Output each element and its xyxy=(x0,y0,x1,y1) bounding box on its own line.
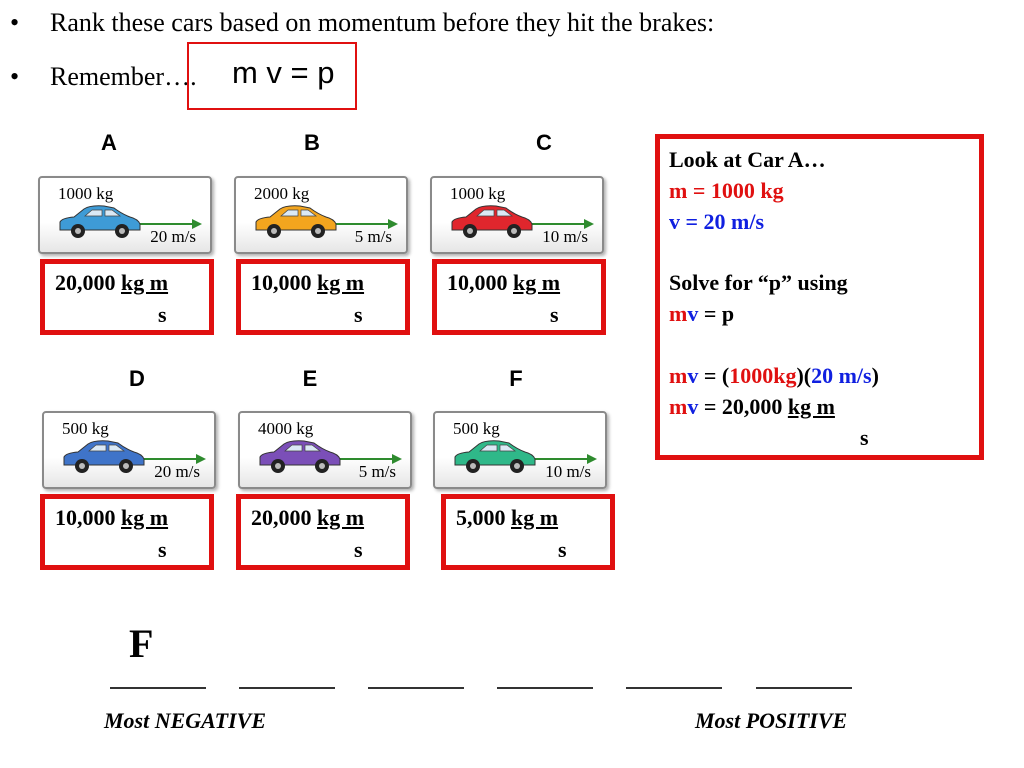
momentum-value: 20,000 kg m xyxy=(55,270,169,295)
rank-slot-3 xyxy=(368,687,464,689)
explain-mass: m = 1000 kg xyxy=(669,178,784,203)
answer-box-a: 20,000 kg m s xyxy=(40,259,214,335)
unit-denominator: s xyxy=(354,537,363,562)
car-label-b: B xyxy=(304,130,320,155)
answer-box-c: 10,000 kg m s xyxy=(432,259,606,335)
car-speed: 10 m/s xyxy=(545,462,591,481)
car-icon xyxy=(259,440,402,473)
bullet-marker-1: • xyxy=(10,8,20,37)
car-label-e: E xyxy=(302,366,318,391)
rank-slot-1 xyxy=(110,687,206,689)
formula: m v = p xyxy=(232,55,335,90)
car-mass: 1000 kg xyxy=(58,184,114,203)
answer-box-e: 20,000 kg m s xyxy=(236,494,410,570)
car-card-b: 2000 kg 5 m/s xyxy=(234,176,408,254)
car-speed: 5 m/s xyxy=(354,227,392,246)
momentum-value: 10,000 kg m xyxy=(447,270,561,295)
most-positive-label: Most POSITIVE xyxy=(695,708,848,733)
explain-heading: Look at Car A… xyxy=(669,147,826,172)
unit-denominator: s xyxy=(354,302,363,327)
most-negative-label: Most NEGATIVE xyxy=(104,708,266,733)
car-card-c: 1000 kg 10 m/s xyxy=(430,176,604,254)
rank-slot-4 xyxy=(497,687,593,689)
unit-denominator: s xyxy=(158,302,167,327)
car-speed: 10 m/s xyxy=(542,227,588,246)
answer-box-f: 5,000 kg m s xyxy=(441,494,615,570)
car-icon xyxy=(454,440,597,473)
car-speed: 20 m/s xyxy=(150,227,196,246)
explain-substitution: mv = (1000kg)(20 m/s) xyxy=(669,363,879,388)
rank-slot-2 xyxy=(239,687,335,689)
car-mass: 500 kg xyxy=(62,419,109,438)
car-card-d: 500 kg 20 m/s xyxy=(42,411,216,489)
instruction-text: Rank these cars based on momentum before… xyxy=(50,8,715,37)
car-mass: 2000 kg xyxy=(254,184,310,203)
unit-denominator: s xyxy=(550,302,559,327)
car-mass: 4000 kg xyxy=(258,419,314,438)
momentum-value: 20,000 kg m xyxy=(251,505,365,530)
car-icon xyxy=(59,205,202,238)
car-icon xyxy=(451,205,594,238)
momentum-value: 5,000 kg m xyxy=(456,505,559,530)
momentum-value: 10,000 kg m xyxy=(55,505,169,530)
car-mass: 500 kg xyxy=(453,419,500,438)
car-label-c: C xyxy=(536,130,552,155)
explain-formula: mv = p xyxy=(669,301,735,326)
rank-slot-6 xyxy=(756,687,852,689)
unit-denominator: s xyxy=(158,537,167,562)
car-speed: 5 m/s xyxy=(358,462,396,481)
explain-result-denominator: s xyxy=(860,425,869,450)
car-card-a: 1000 kg 20 m/s xyxy=(38,176,212,254)
answer-box-b: 10,000 kg m s xyxy=(236,259,410,335)
unit-denominator: s xyxy=(558,537,567,562)
rank-slot-1-answer: F xyxy=(129,621,154,666)
car-label-d: D xyxy=(129,366,145,391)
car-speed: 20 m/s xyxy=(154,462,200,481)
answer-box-d: 10,000 kg m s xyxy=(40,494,214,570)
explain-result: mv = 20,000 kg m xyxy=(669,394,835,419)
car-label-f: F xyxy=(509,366,523,391)
car-icon xyxy=(255,205,398,238)
bullet-marker-2: • xyxy=(10,62,20,91)
remember-text: Remember…. xyxy=(50,62,197,91)
formula-box xyxy=(187,42,357,110)
explain-solve: Solve for “p” using xyxy=(669,270,848,295)
car-card-e: 4000 kg 5 m/s xyxy=(238,411,412,489)
rank-slot-5 xyxy=(626,687,722,689)
car-label-a: A xyxy=(101,130,117,155)
explain-velocity: v = 20 m/s xyxy=(669,209,765,234)
explanation-box: Look at Car A… m = 1000 kg v = 20 m/s So… xyxy=(655,134,984,460)
car-mass: 1000 kg xyxy=(450,184,506,203)
car-card-f: 500 kg 10 m/s xyxy=(433,411,607,489)
car-icon xyxy=(63,440,206,473)
momentum-value: 10,000 kg m xyxy=(251,270,365,295)
